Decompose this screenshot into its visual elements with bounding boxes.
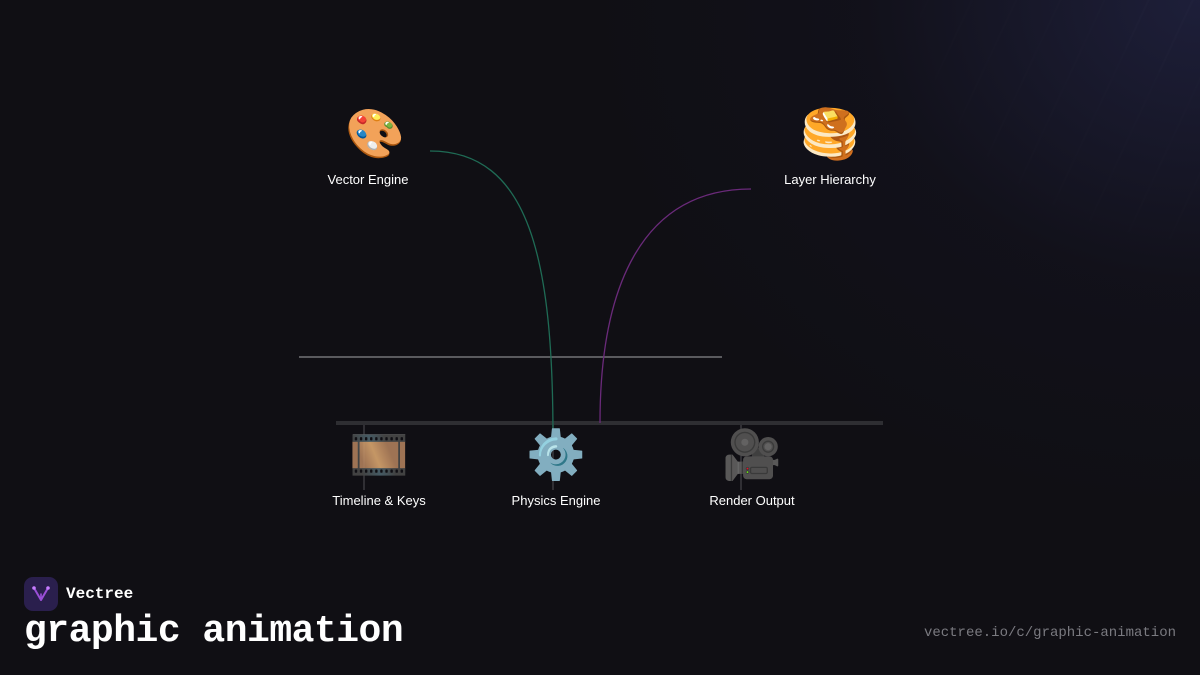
node-label: Render Output [709, 493, 795, 508]
node-render-output[interactable]: 🎥 Render Output [662, 427, 842, 508]
link-layer-hierarchy [599, 188, 752, 424]
brand[interactable]: Vectree [24, 577, 133, 611]
node-label: Timeline & Keys [332, 493, 426, 508]
pancakes-icon: 🥞 [800, 106, 860, 162]
movie-camera-icon: 🎥 [722, 427, 782, 483]
node-label: Physics Engine [511, 493, 601, 508]
gear-icon: ⚙️ [526, 427, 586, 483]
node-timeline-keys[interactable]: 🎞️ Timeline & Keys [289, 427, 469, 508]
node-label: Vector Engine [327, 172, 409, 187]
page-url[interactable]: vectree.io/c/graphic-animation [923, 625, 1176, 641]
palette-icon: 🎨 [345, 106, 405, 162]
node-label: Layer Hierarchy [784, 172, 876, 187]
node-layer-hierarchy[interactable]: 🥞 Layer Hierarchy [740, 106, 920, 187]
node-vector-engine[interactable]: 🎨 Vector Engine [278, 106, 458, 187]
film-frames-icon: 🎞️ [349, 427, 409, 483]
vectree-logo-icon [24, 577, 58, 611]
link-vector-engine [429, 150, 554, 439]
brand-name: Vectree [66, 585, 134, 603]
page-title: graphic animation [24, 610, 404, 653]
node-physics-engine[interactable]: ⚙️ Physics Engine [466, 427, 646, 508]
